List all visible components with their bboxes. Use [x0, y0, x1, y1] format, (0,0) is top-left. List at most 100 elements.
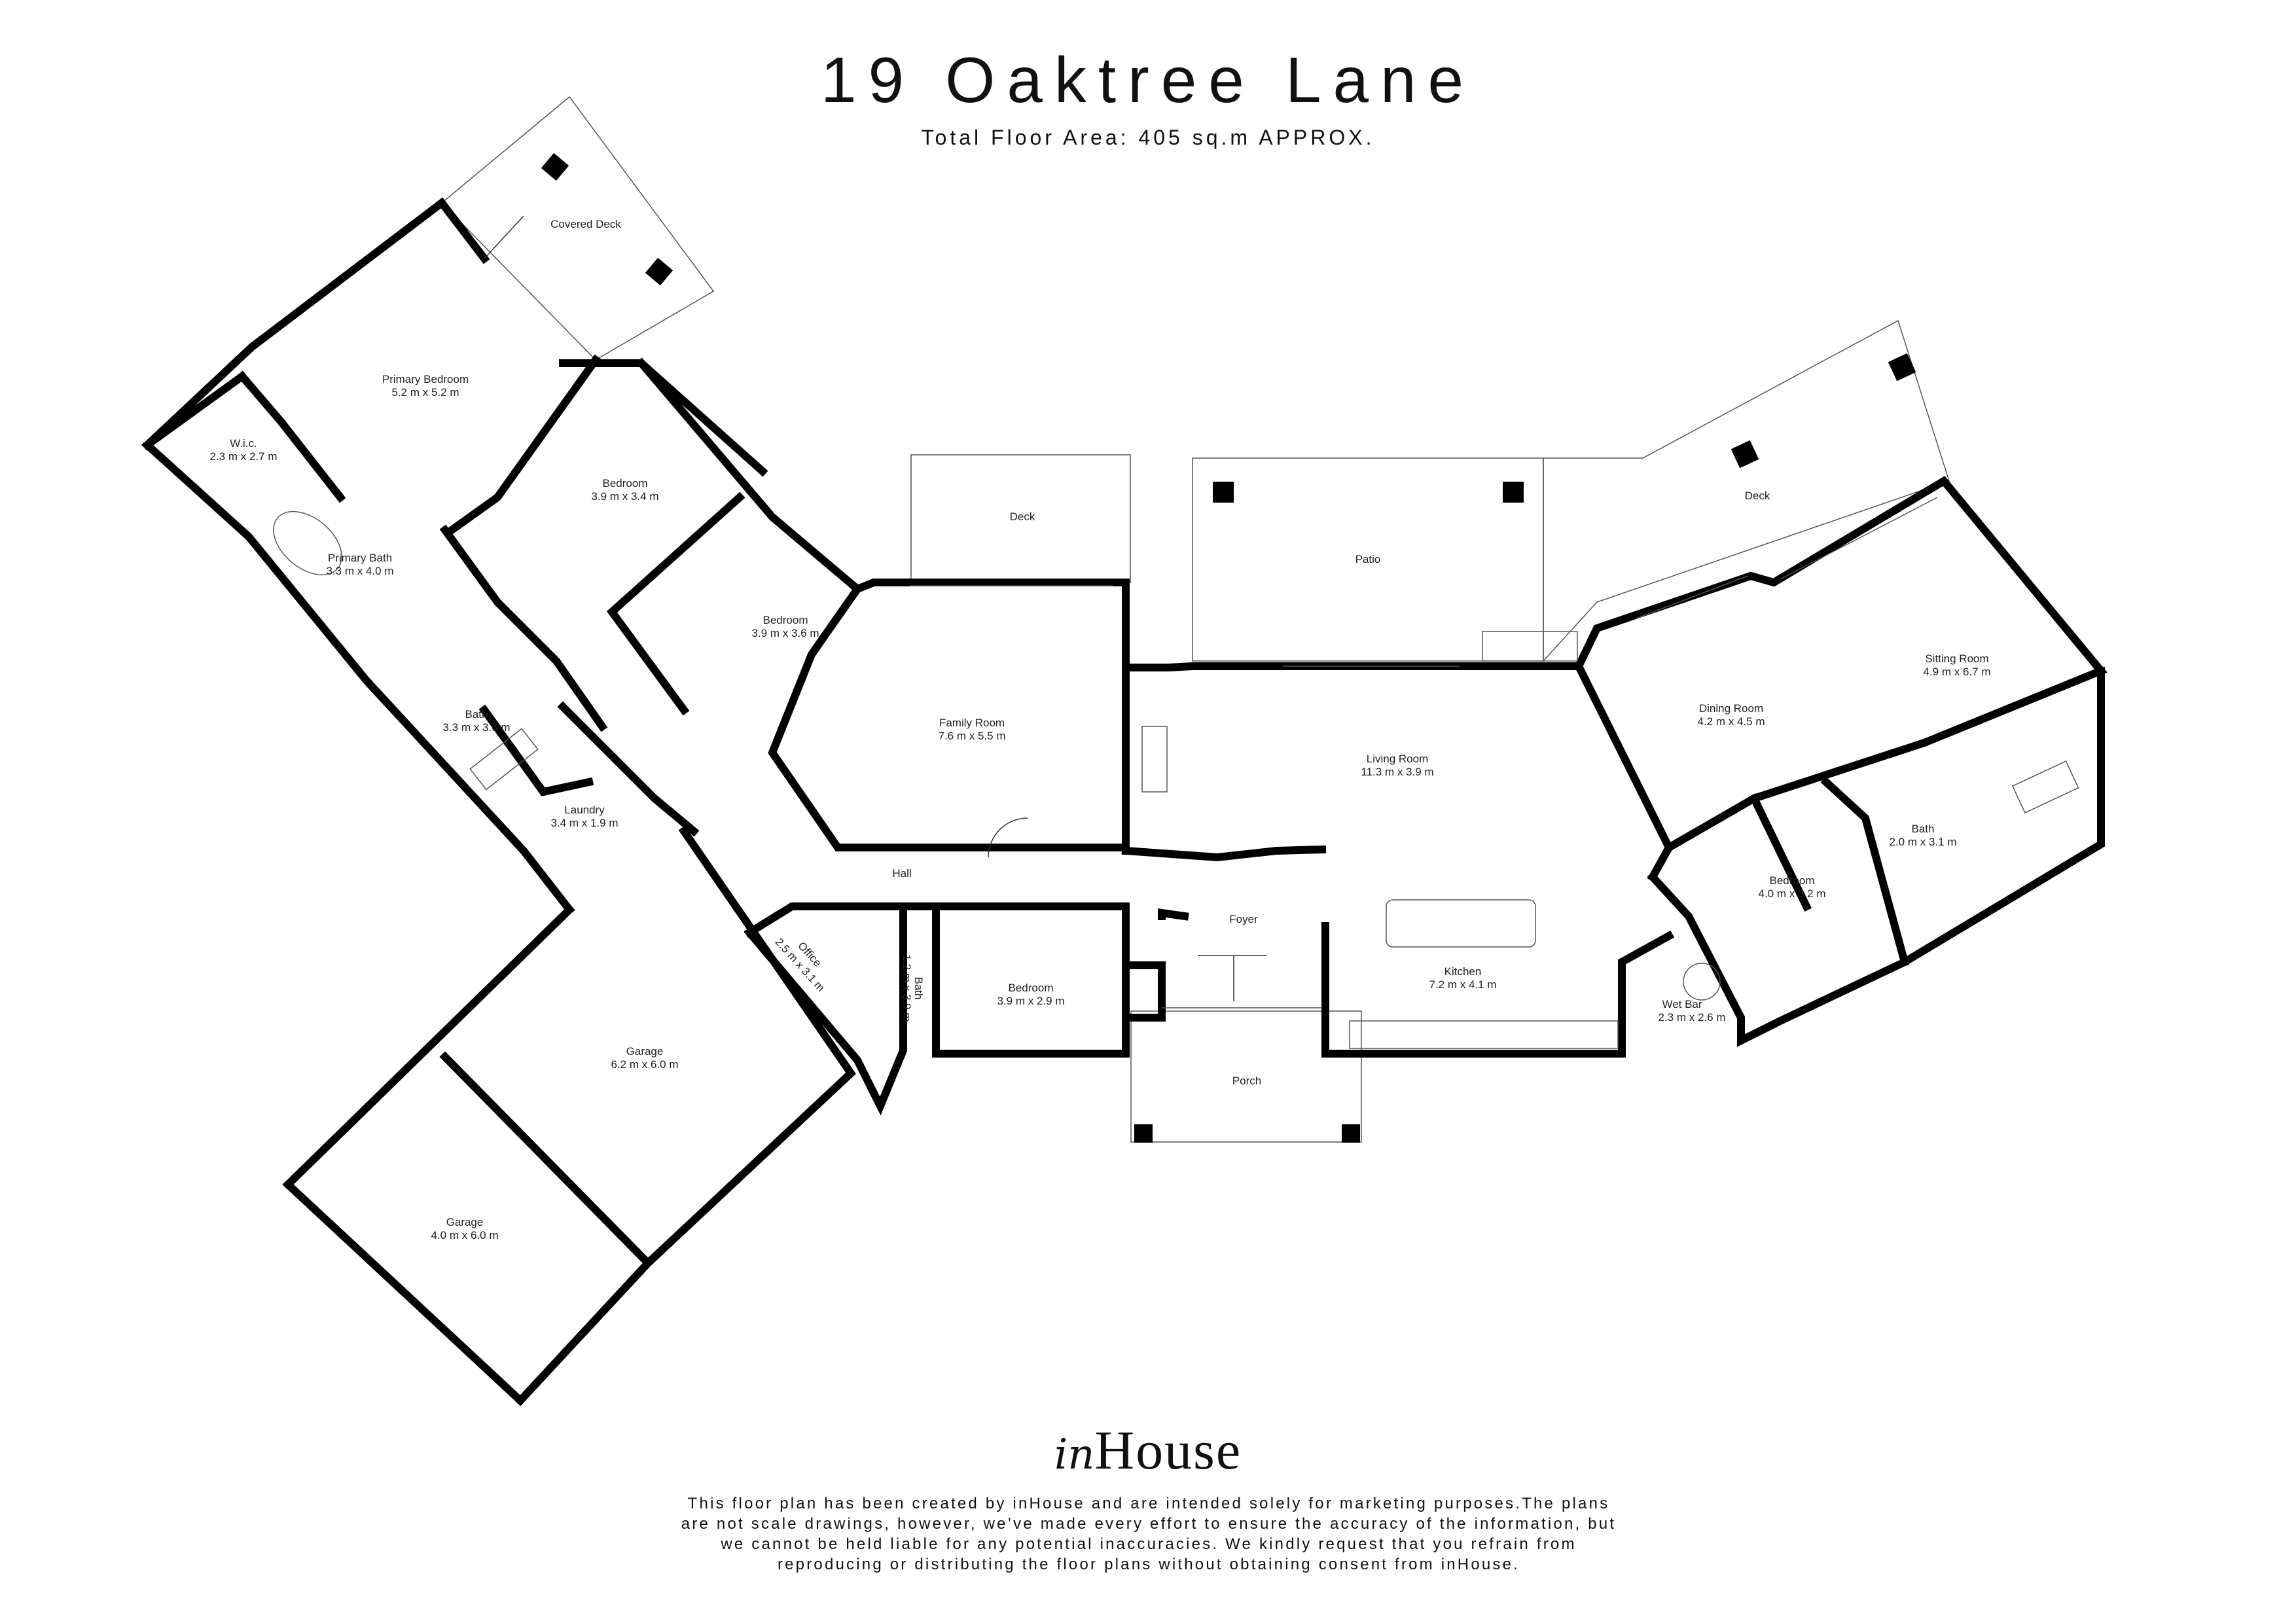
garage-door-wall [514, 1257, 654, 1406]
post [1342, 1124, 1360, 1143]
openings [484, 215, 1938, 1008]
door-icon [1198, 955, 1234, 1001]
post [1134, 1124, 1153, 1143]
size-family-room: 7.6 m x 5.5 m [939, 730, 1006, 742]
kitchen-counter-icon [1349, 1020, 1619, 1049]
east-wing-outer-wall [1573, 476, 2108, 853]
kitchen-island-icon [1386, 899, 1536, 948]
sink-icon [1683, 963, 1721, 1001]
fixtures [273, 510, 2079, 1049]
size-bedroom: 3.9 m x 2.9 m [997, 995, 1065, 1007]
dining-wall [1647, 842, 1675, 883]
bath-wall [478, 704, 594, 796]
south-rooms-wall [744, 902, 1130, 1058]
label-primary-bedroom: Primary Bedroom [382, 373, 469, 385]
post [645, 257, 673, 286]
label-deck: Deck [1745, 490, 1770, 502]
size-primary-bedroom: 5.2 m x 5.2 m [392, 386, 459, 399]
bathtub-icon [469, 728, 539, 791]
fireplace-icon [1141, 726, 1168, 793]
size-wic: 2.3 m x 2.7 m [210, 450, 278, 463]
west-wing-outer-wall [141, 197, 575, 916]
label-garage: Garage [446, 1216, 484, 1228]
bedroom-upper-wall [559, 359, 768, 477]
sitting-slider [1780, 497, 1938, 580]
bedroom-wall-2 [606, 491, 745, 716]
office-wall [744, 906, 907, 1116]
covered-deck-outline [440, 96, 715, 361]
bedroom-east-wall [1748, 793, 1812, 912]
label-bedroom: Bedroom [763, 614, 808, 626]
wic-wall [141, 370, 248, 451]
deck-left-outline [910, 454, 1131, 583]
label-bedroom: Bedroom [1009, 982, 1054, 994]
label-porch: Porch [1232, 1075, 1261, 1087]
living-curved-wall [1121, 845, 1327, 862]
inhouse-logo: inHouse [0, 1419, 2296, 1482]
label-living-room: Living Room [1367, 753, 1429, 765]
label-bath: Bath [1912, 823, 1935, 835]
laundry-wall [557, 701, 700, 837]
label-dining-room: Dining Room [1699, 702, 1763, 715]
size-sitting-room: 4.9 m x 6.7 m [1924, 666, 1991, 678]
post [541, 152, 569, 181]
label-foyer: Foyer [1229, 913, 1258, 925]
label-wet-bar: Wet Bar [1662, 998, 1702, 1010]
label-garage: Garage [626, 1045, 664, 1058]
size-garage: 6.2 m x 6.0 m [611, 1058, 679, 1071]
bedroom-outer-wall [636, 357, 863, 595]
post [1731, 440, 1759, 469]
label-covered-deck: Covered Deck [550, 218, 621, 230]
size-laundry: 3.4 m x 1.9 m [551, 817, 619, 829]
closet-wall [1122, 961, 1166, 1022]
bath-east-wall [1820, 776, 1910, 967]
foyer-wall [1158, 908, 1189, 921]
door-icon [484, 215, 524, 259]
label-sitting-room: Sitting Room [1925, 652, 1988, 665]
size-dining-room: 4.2 m x 4.5 m [1698, 715, 1765, 728]
label-bath: Bath [465, 708, 488, 721]
logo-script: in [1054, 1431, 1095, 1479]
porch-outline [1130, 1010, 1362, 1143]
door-swing-icon [988, 817, 1028, 858]
size-bedroom: 4.0 m x 3.2 m [1759, 887, 1826, 900]
size-bath: 1.2 m x 3.9 m [901, 955, 913, 1022]
vanity-icon [2011, 760, 2079, 813]
garage-east-wall [642, 825, 856, 1269]
label-patio: Patio [1355, 553, 1381, 565]
size-bath: 3.3 m x 3.6 m [443, 721, 511, 734]
bedroom-divider-wall [446, 354, 601, 536]
post [1213, 482, 1234, 503]
walls [141, 197, 2108, 1406]
logo-main: House [1094, 1420, 1242, 1481]
post [1888, 353, 1916, 382]
post [1503, 482, 1524, 503]
room-labels: Covered Deck Primary Bedroom 5.2 m x 5.2… [210, 218, 1991, 1241]
garage-west-wall [282, 904, 575, 1406]
size-primary-bath: 3.3 m x 4.0 m [327, 565, 394, 577]
label-bedroom: Bedroom [603, 477, 648, 490]
label-family-room: Family Room [939, 717, 1005, 729]
patio-bbq-icon [1482, 631, 1578, 662]
family-room-wall [768, 579, 1130, 851]
label-hall: Hall [892, 867, 911, 880]
primary-bedroom-wall [436, 197, 490, 264]
wic-inner-wall [236, 370, 346, 503]
east-south-wall [1647, 667, 2105, 1047]
dining-slider [1636, 575, 1748, 619]
size-bedroom: 3.9 m x 3.6 m [752, 627, 819, 639]
floor-area-subtitle: Total Floor Area: 405 sq.m APPROX. [921, 126, 1375, 149]
size-bedroom: 3.9 m x 3.4 m [592, 490, 659, 503]
label-kitchen: Kitchen [1444, 965, 1482, 978]
garage-divider-wall [439, 1051, 654, 1269]
plan-title: 19 Oaktree Lane [820, 44, 1476, 116]
kitchen-wall [1321, 922, 1675, 1058]
size-bath: 2.0 m x 3.1 m [1890, 836, 1957, 848]
posts [541, 152, 1916, 1143]
label-wic: W.i.c. [230, 437, 257, 450]
size-wet-bar: 2.3 m x 2.6 m [1659, 1011, 1726, 1024]
size-living-room: 11.3 m x 3.9 m [1361, 766, 1433, 778]
label-laundry: Laundry [564, 804, 605, 816]
bathtub-icon [273, 510, 342, 576]
